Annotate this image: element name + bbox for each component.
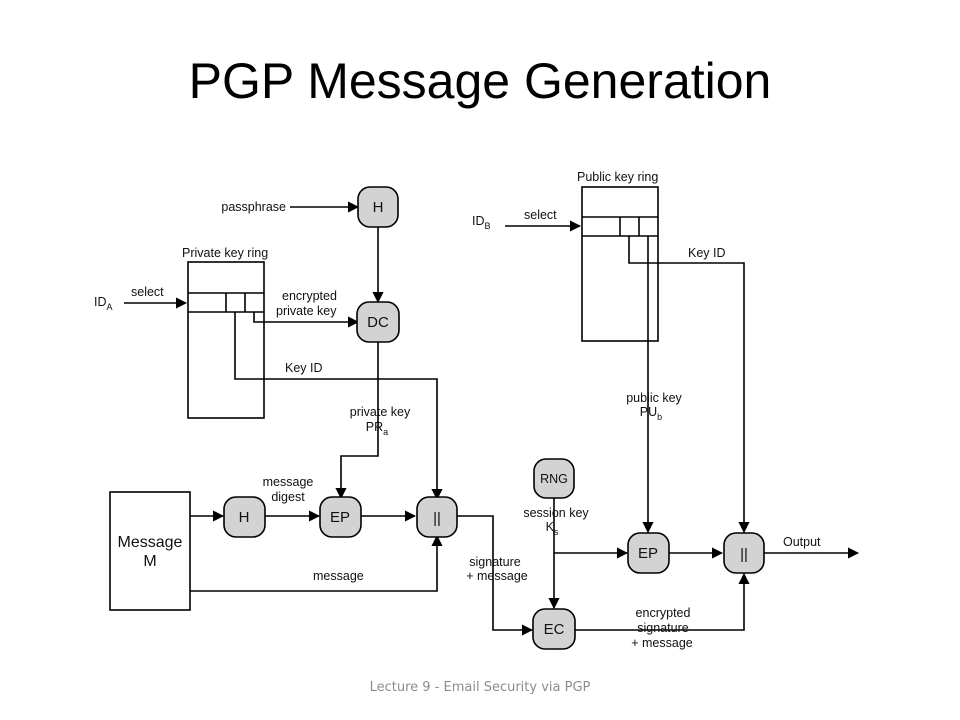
label-encrypted-signature-1: encrypted bbox=[636, 606, 691, 620]
concat-signature-node: || bbox=[416, 496, 458, 538]
rng-label: RNG bbox=[540, 472, 568, 486]
label-encrypted-private-key-2: private key bbox=[276, 304, 337, 318]
label-private-key-ring: Private key ring bbox=[182, 246, 268, 260]
decrypt-node: DC bbox=[356, 301, 400, 343]
label-select-a: select bbox=[131, 285, 164, 299]
rng-node: RNG bbox=[533, 458, 575, 499]
private-key-ring-box bbox=[187, 261, 265, 419]
label-public-key-1: public key bbox=[626, 391, 682, 405]
concat-signature-label: || bbox=[433, 510, 441, 527]
label-private-key-2: PRa bbox=[366, 420, 388, 437]
label-private-key-1: private key bbox=[350, 405, 411, 419]
label-session-key-1: session key bbox=[523, 506, 589, 520]
label-signature-message-2: + message bbox=[466, 569, 528, 583]
slide-footer: Lecture 9 - Email Security via PGP bbox=[369, 680, 591, 695]
concat-output-label: || bbox=[740, 546, 748, 563]
hash-message-node: H bbox=[223, 496, 266, 538]
message-box bbox=[109, 491, 191, 611]
label-signature-message-1: signature bbox=[469, 555, 520, 569]
label-public-key-ring: Public key ring bbox=[577, 170, 658, 184]
encrypt-session-key-node: EP bbox=[627, 532, 670, 574]
sign-encrypt-node: EP bbox=[319, 496, 362, 538]
encrypt-conventional-label: EC bbox=[544, 621, 565, 638]
encrypt-session-key-label: EP bbox=[638, 545, 658, 562]
label-id-a: IDA bbox=[94, 295, 113, 312]
message-box-line2: M bbox=[143, 553, 156, 570]
label-message: message bbox=[313, 569, 364, 583]
label-encrypted-signature-2: signature bbox=[637, 621, 688, 635]
public-key-ring-box bbox=[581, 186, 659, 342]
label-public-key-2: PUb bbox=[640, 405, 662, 422]
label-message-digest-1: message bbox=[263, 475, 314, 489]
label-encrypted-signature-3: + message bbox=[631, 636, 693, 650]
hash-passphrase-label: H bbox=[373, 199, 384, 216]
encrypt-conventional-node: EC bbox=[532, 608, 576, 650]
label-id-b: IDB bbox=[472, 214, 491, 231]
decrypt-label: DC bbox=[367, 314, 389, 331]
label-key-id-b: Key ID bbox=[688, 246, 726, 260]
sign-encrypt-label: EP bbox=[330, 509, 350, 526]
message-box-line1: Message bbox=[118, 534, 183, 551]
label-select-b: select bbox=[524, 208, 557, 222]
label-key-id-a: Key ID bbox=[285, 361, 323, 375]
hash-passphrase-node: H bbox=[357, 186, 399, 228]
hash-message-label: H bbox=[239, 509, 250, 526]
label-encrypted-private-key-1: encrypted bbox=[282, 289, 337, 303]
label-message-digest-2: digest bbox=[271, 490, 305, 504]
label-passphrase: passphrase bbox=[221, 200, 286, 214]
slide-title: PGP Message Generation bbox=[188, 53, 772, 109]
label-session-key-2: Ks bbox=[546, 520, 559, 537]
label-output: Output bbox=[783, 535, 821, 549]
concat-output-node: || bbox=[723, 532, 765, 574]
